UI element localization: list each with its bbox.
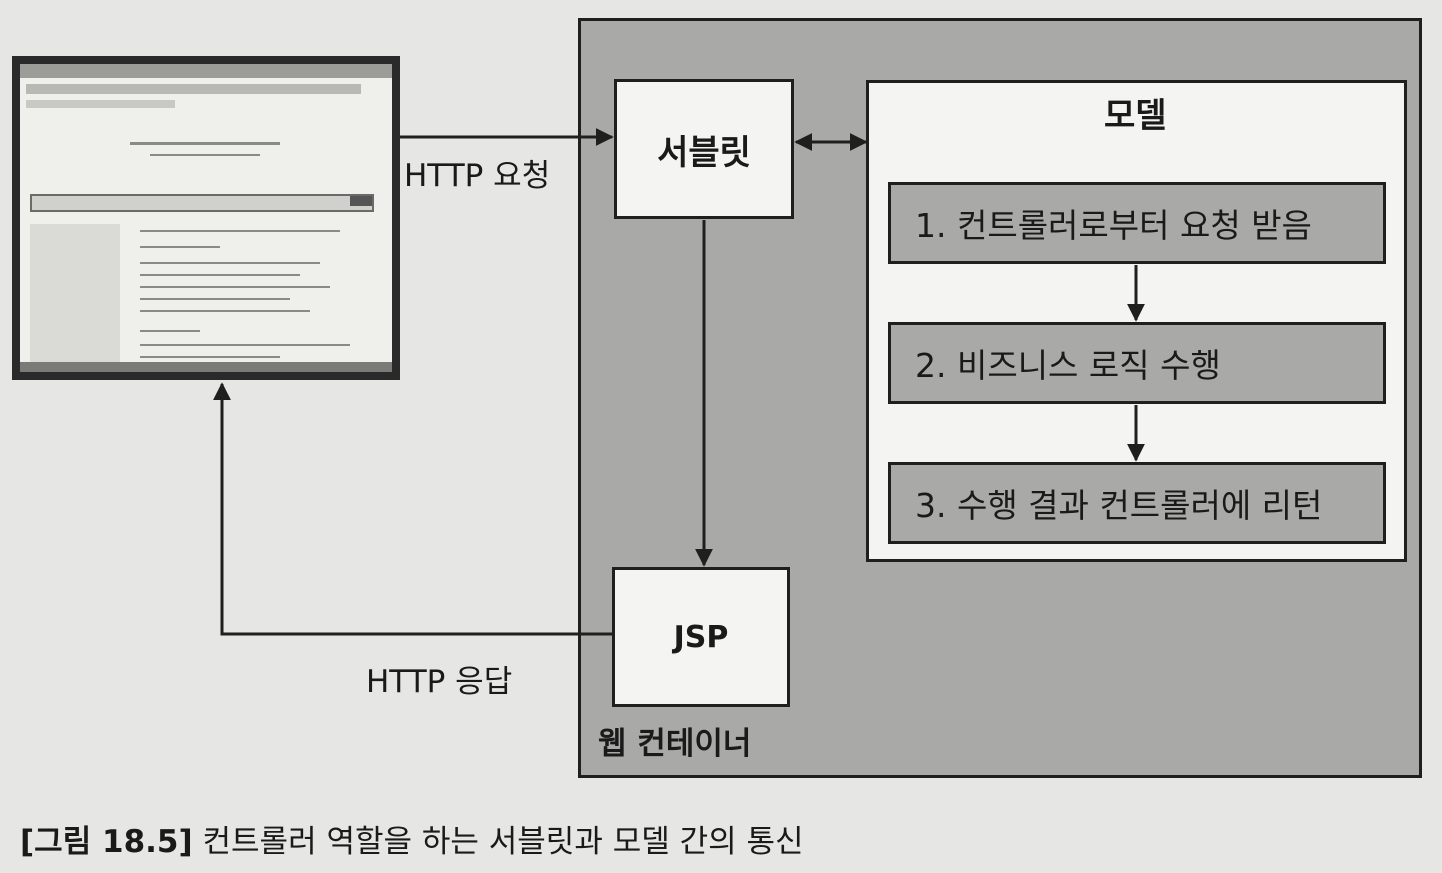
model-step-2-label: 2. 비즈니스 로직 수행 <box>915 346 1221 385</box>
http-response-arrow <box>213 382 612 636</box>
model-title: 모델 <box>1104 96 1167 136</box>
http-request-label: HTTP 요청 <box>404 158 551 194</box>
jsp-box: JSP <box>612 567 790 707</box>
figure-caption-text: 컨트롤러 역할을 하는 서블릿과 모델 간의 통신 <box>202 824 804 860</box>
jsp-label: JSP <box>673 619 729 655</box>
figure-number: [그림 18.5] <box>20 824 193 860</box>
figure-caption: [그림 18.5] 컨트롤러 역할을 하는 서블릿과 모델 간의 통신 <box>20 816 804 861</box>
model-step-2: 2. 비즈니스 로직 수행 <box>888 322 1386 404</box>
model-step-1: 1. 컨트롤러로부터 요청 받음 <box>888 182 1386 264</box>
browser-window <box>20 64 392 372</box>
model-step-3-label: 3. 수행 결과 컨트롤러에 리턴 <box>915 486 1323 525</box>
http-response-label: HTTP 응답 <box>366 664 513 700</box>
web-container-label: 웹 컨테이너 <box>598 726 752 762</box>
servlet-box: 서블릿 <box>614 79 794 219</box>
model-step-1-label: 1. 컨트롤러로부터 요청 받음 <box>915 206 1312 245</box>
model-step-3: 3. 수행 결과 컨트롤러에 리턴 <box>888 462 1386 544</box>
servlet-label: 서블릿 <box>657 132 751 173</box>
browser-screenshot <box>12 56 400 380</box>
